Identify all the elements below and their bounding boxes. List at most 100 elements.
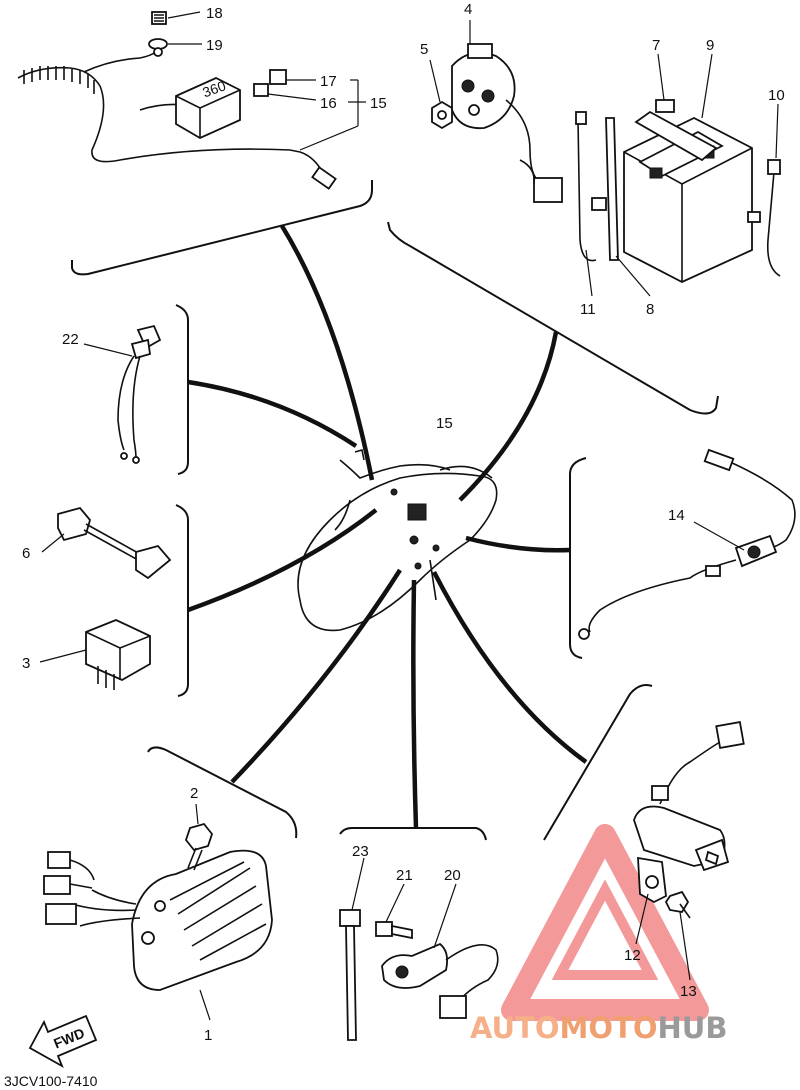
battery-lead-11 <box>577 119 597 262</box>
main-switch-14 <box>734 534 778 568</box>
bottom-left-group: FWD <box>28 803 273 1069</box>
spoke-bottom-mid <box>411 579 419 829</box>
switch-20-connector <box>439 995 467 1019</box>
plate-12 <box>637 856 667 904</box>
wire-harness-coil <box>17 66 301 163</box>
callout-22: 22 <box>62 331 79 348</box>
band-clip <box>655 99 675 113</box>
bolt-21 <box>375 921 413 940</box>
callout-15-top: 15 <box>370 95 387 112</box>
watermark-triangle <box>501 824 709 1021</box>
callout-7: 7 <box>652 37 660 54</box>
spoke-left-upper <box>187 379 358 448</box>
callout-18: 18 <box>206 5 223 22</box>
main-switch-connector <box>705 565 721 577</box>
fuse-17 <box>269 69 287 85</box>
motorcycle-frame-outline <box>297 448 498 632</box>
cdi-wires <box>71 889 141 927</box>
lead-10-connector <box>747 211 761 223</box>
cable-band-23 <box>339 909 361 1041</box>
watermark-logo: AUTOMOTOHUB <box>470 824 727 1045</box>
callout-23: 23 <box>352 843 369 860</box>
group-frames <box>71 180 719 841</box>
callout-4: 4 <box>464 1 472 18</box>
lead-11-connector <box>591 197 607 211</box>
main-switch-terminal <box>578 628 590 640</box>
center-mount-1 <box>409 535 419 545</box>
callout-16: 16 <box>320 95 337 112</box>
watermark-auto: AUTO <box>470 1011 560 1045</box>
vent-tube-8 <box>605 117 619 261</box>
cdi-connector-c <box>45 903 77 925</box>
left-group <box>39 324 172 690</box>
starter-switch-4 <box>451 43 541 183</box>
top-left-group: 360 <box>17 11 366 190</box>
frame-left-upper <box>175 304 189 475</box>
cdi-wire-links <box>69 859 95 889</box>
battery-lead-10 <box>766 171 781 277</box>
watermark-hub: HUB <box>658 1011 728 1045</box>
bottom-mid-group <box>339 857 499 1041</box>
callout-11: 11 <box>580 301 596 318</box>
harness-lead-up <box>83 57 141 73</box>
spoke-left-lower <box>187 508 378 613</box>
svg-text:AUTOMOTOHUB: AUTOMOTOHUB <box>470 1011 727 1045</box>
horn-lead-plug <box>703 448 735 472</box>
frame-right-mid <box>569 457 587 659</box>
callout-14: 14 <box>668 507 685 524</box>
spoke-bottom-left <box>230 568 402 784</box>
frame-bottom-right <box>543 684 653 841</box>
spoke-bottom-right <box>432 570 588 764</box>
ignition-connector <box>715 721 745 749</box>
watermark-moto: MOTO <box>560 1011 658 1045</box>
cdi-connector-a <box>47 851 71 869</box>
wire-lead-6 <box>57 506 172 580</box>
callout-12: 12 <box>624 947 641 964</box>
callout-labels: 18 19 17 16 15 4 5 7 9 10 11 8 22 15 14 … <box>22 1 785 1044</box>
right-mid-group <box>578 448 796 640</box>
callout-13: 13 <box>680 983 697 1000</box>
spoke-right <box>465 535 571 553</box>
callout-2: 2 <box>190 785 198 802</box>
relay-3 <box>85 619 151 690</box>
main-switch-wire <box>588 559 737 633</box>
frame-left-lower <box>175 504 189 697</box>
switch-20 <box>381 942 499 1001</box>
center-mount-4 <box>390 488 398 496</box>
callout-3: 3 <box>22 655 30 672</box>
callout-1: 1 <box>204 1027 212 1044</box>
spoke-top-right <box>458 331 559 502</box>
relay-unit: 360 <box>175 77 241 140</box>
ignition-switch <box>633 741 730 872</box>
spoke-top-left <box>280 224 375 481</box>
bolt-2 <box>184 822 214 871</box>
frame-bottom-mid <box>339 827 487 841</box>
cdi-unit-1 <box>131 849 273 991</box>
cdi-connector-b <box>43 875 71 895</box>
diagram-code: 3JCV100-7410 <box>4 1073 98 1089</box>
harness-connector <box>311 166 337 190</box>
callout-15-center: 15 <box>436 415 453 432</box>
nut-5 <box>431 100 453 130</box>
neutral-switch-22 <box>117 324 162 464</box>
frame-top-left <box>71 180 373 276</box>
center-relay <box>407 503 427 521</box>
screw-18 <box>151 11 167 25</box>
watermark-triangle-inner <box>551 879 659 980</box>
screw-13 <box>664 890 691 919</box>
spoke-lines <box>187 224 588 829</box>
fuse-16 <box>253 83 269 97</box>
callout-17: 17 <box>320 73 337 90</box>
top-right-group <box>429 20 781 297</box>
callout-6: 6 <box>22 545 30 562</box>
lead-11-terminal <box>575 111 587 125</box>
callout-19: 19 <box>206 37 223 54</box>
lead-10-terminal <box>767 159 781 175</box>
ground-terminal <box>153 47 163 57</box>
callout-5: 5 <box>420 41 428 58</box>
bottom-right-group <box>633 721 745 981</box>
callout-20: 20 <box>444 867 461 884</box>
harness-coil-rings <box>23 66 95 94</box>
callout-8: 8 <box>646 301 654 318</box>
